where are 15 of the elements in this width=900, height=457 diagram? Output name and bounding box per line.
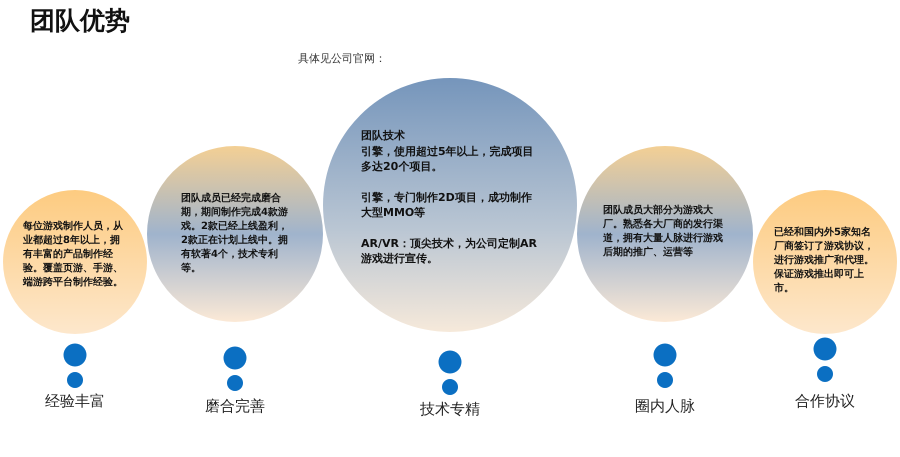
circle-text: 每位游戏制作人员，从业都超过8年以上，拥有丰富的产品制作经验。覆盖页游、手游、端游跨平台制作经验。: [23, 220, 124, 290]
circle-text: 已经和国内外5家知名厂商签订了游戏协议，进行游戏推广和代理。保证游戏推出即可上市。: [774, 226, 875, 296]
category-label: 圈内人脉: [635, 397, 695, 416]
note-text: 具体见公司官网：: [298, 51, 386, 66]
circle-text: 团队成员已经完成磨合期，期间制作完成4款游戏。2款已经上线盈利，2款正在计划上线中。拥有软著4个，技术专利等。: [181, 192, 289, 276]
category-label: 磨合完善: [205, 397, 265, 416]
page-title: 团队优势: [30, 5, 130, 37]
circle-text: AR/VR：顶尖技术，为公司定制AR游戏进行宣传。: [361, 236, 538, 266]
category-label: 合作协议: [795, 392, 855, 411]
category-label: 经验丰富: [45, 392, 105, 411]
circle-text: 团队成员大部分为游戏大厂。熟悉各大厂商的发行渠道，拥有大量人脉进行游戏后期的推广、运营等: [603, 204, 724, 260]
circle-text: 引擎，专门制作2D项目，成功制作大型MMO等: [361, 190, 533, 220]
circle-heading: 团队技术: [361, 128, 406, 143]
circle-text: 引擎，使用超过5年以上，完成项目多达20个项目。: [361, 144, 535, 174]
category-label: 技术专精: [420, 400, 480, 419]
